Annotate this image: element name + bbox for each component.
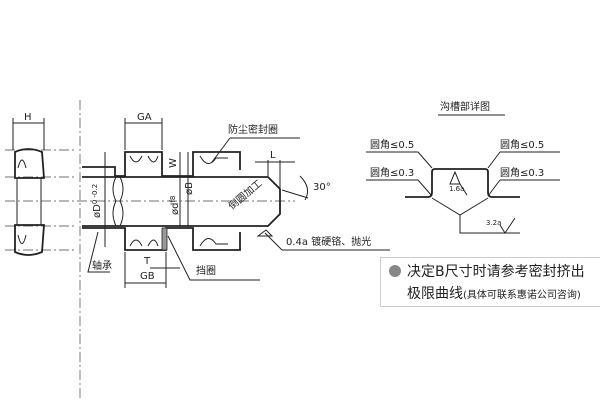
svg-text:沟槽部详图: 沟槽部详图	[440, 100, 490, 113]
svg-text:GA: GA	[137, 112, 152, 123]
note-line-1: 决定B尺寸时请参考密封挤出	[407, 264, 585, 280]
svg-text:挡圈: 挡圈	[196, 264, 216, 277]
svg-text:0.4a 镀硬铬、抛光: 0.4a 镀硬铬、抛光	[286, 235, 371, 248]
assembly-section: GA W øB ødf8 øD0 -0.2 GB T L 30° 倒圆加工 防尘…	[82, 112, 390, 288]
svg-text:圆角≤0.5: 圆角≤0.5	[370, 139, 414, 151]
svg-text:L: L	[270, 150, 276, 161]
svg-text:防尘密封圈: 防尘密封圈	[228, 123, 278, 136]
seal-section: H	[12, 112, 45, 256]
svg-text:30°: 30°	[313, 182, 331, 193]
centerlines	[5, 100, 295, 400]
svg-text:ødf8: ødf8	[169, 196, 181, 215]
svg-text:øD0 -0.2: øD0 -0.2	[91, 184, 103, 218]
note-line-2: 极限曲线(具体可联系惠诺公司咨询)	[407, 283, 581, 303]
note-line-2-small: (具体可联系惠诺公司咨询)	[463, 290, 581, 301]
note-box: 决定B尺寸时请参考密封挤出 极限曲线(具体可联系惠诺公司咨询)	[380, 257, 600, 307]
svg-text:1.6a: 1.6a	[449, 185, 464, 193]
svg-text:3.2a: 3.2a	[486, 219, 501, 227]
svg-text:W: W	[168, 158, 179, 168]
svg-text:倒圆加工: 倒圆加工	[226, 177, 264, 212]
bullet-icon	[389, 265, 401, 277]
svg-text:H: H	[24, 112, 32, 123]
svg-text:GB: GB	[140, 271, 155, 282]
note-line-2-main: 极限曲线	[407, 286, 463, 302]
svg-text:T: T	[143, 256, 151, 267]
svg-text:圆角≤0.3: 圆角≤0.3	[500, 167, 544, 179]
svg-text:øB: øB	[184, 182, 195, 195]
groove-detail: 沟槽部详图 1.6a 3.2a 圆角≤0.5 圆角≤0.3 圆角≤0.5 圆角≤…	[366, 100, 560, 234]
svg-text:轴承: 轴承	[92, 259, 112, 272]
svg-text:圆角≤0.3: 圆角≤0.3	[370, 167, 414, 179]
svg-text:圆角≤0.5: 圆角≤0.5	[500, 139, 544, 151]
